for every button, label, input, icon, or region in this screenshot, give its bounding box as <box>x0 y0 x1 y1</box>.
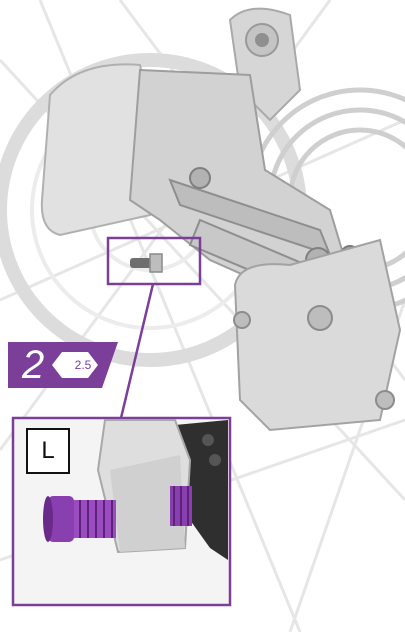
callout-box <box>106 236 202 286</box>
side-label: L <box>41 437 55 464</box>
tool-size-label: 2.5 <box>74 358 92 372</box>
step-number: 2 <box>22 343 45 387</box>
limit-screw <box>130 253 163 273</box>
bolt-thread <box>43 486 192 542</box>
detail-drawing <box>43 419 228 560</box>
cage <box>233 238 402 432</box>
tool-hex-icon <box>52 352 98 378</box>
step-badge: 2 2.5 <box>8 342 118 388</box>
callout-leader <box>119 283 155 419</box>
side-label-box: L <box>26 428 70 474</box>
